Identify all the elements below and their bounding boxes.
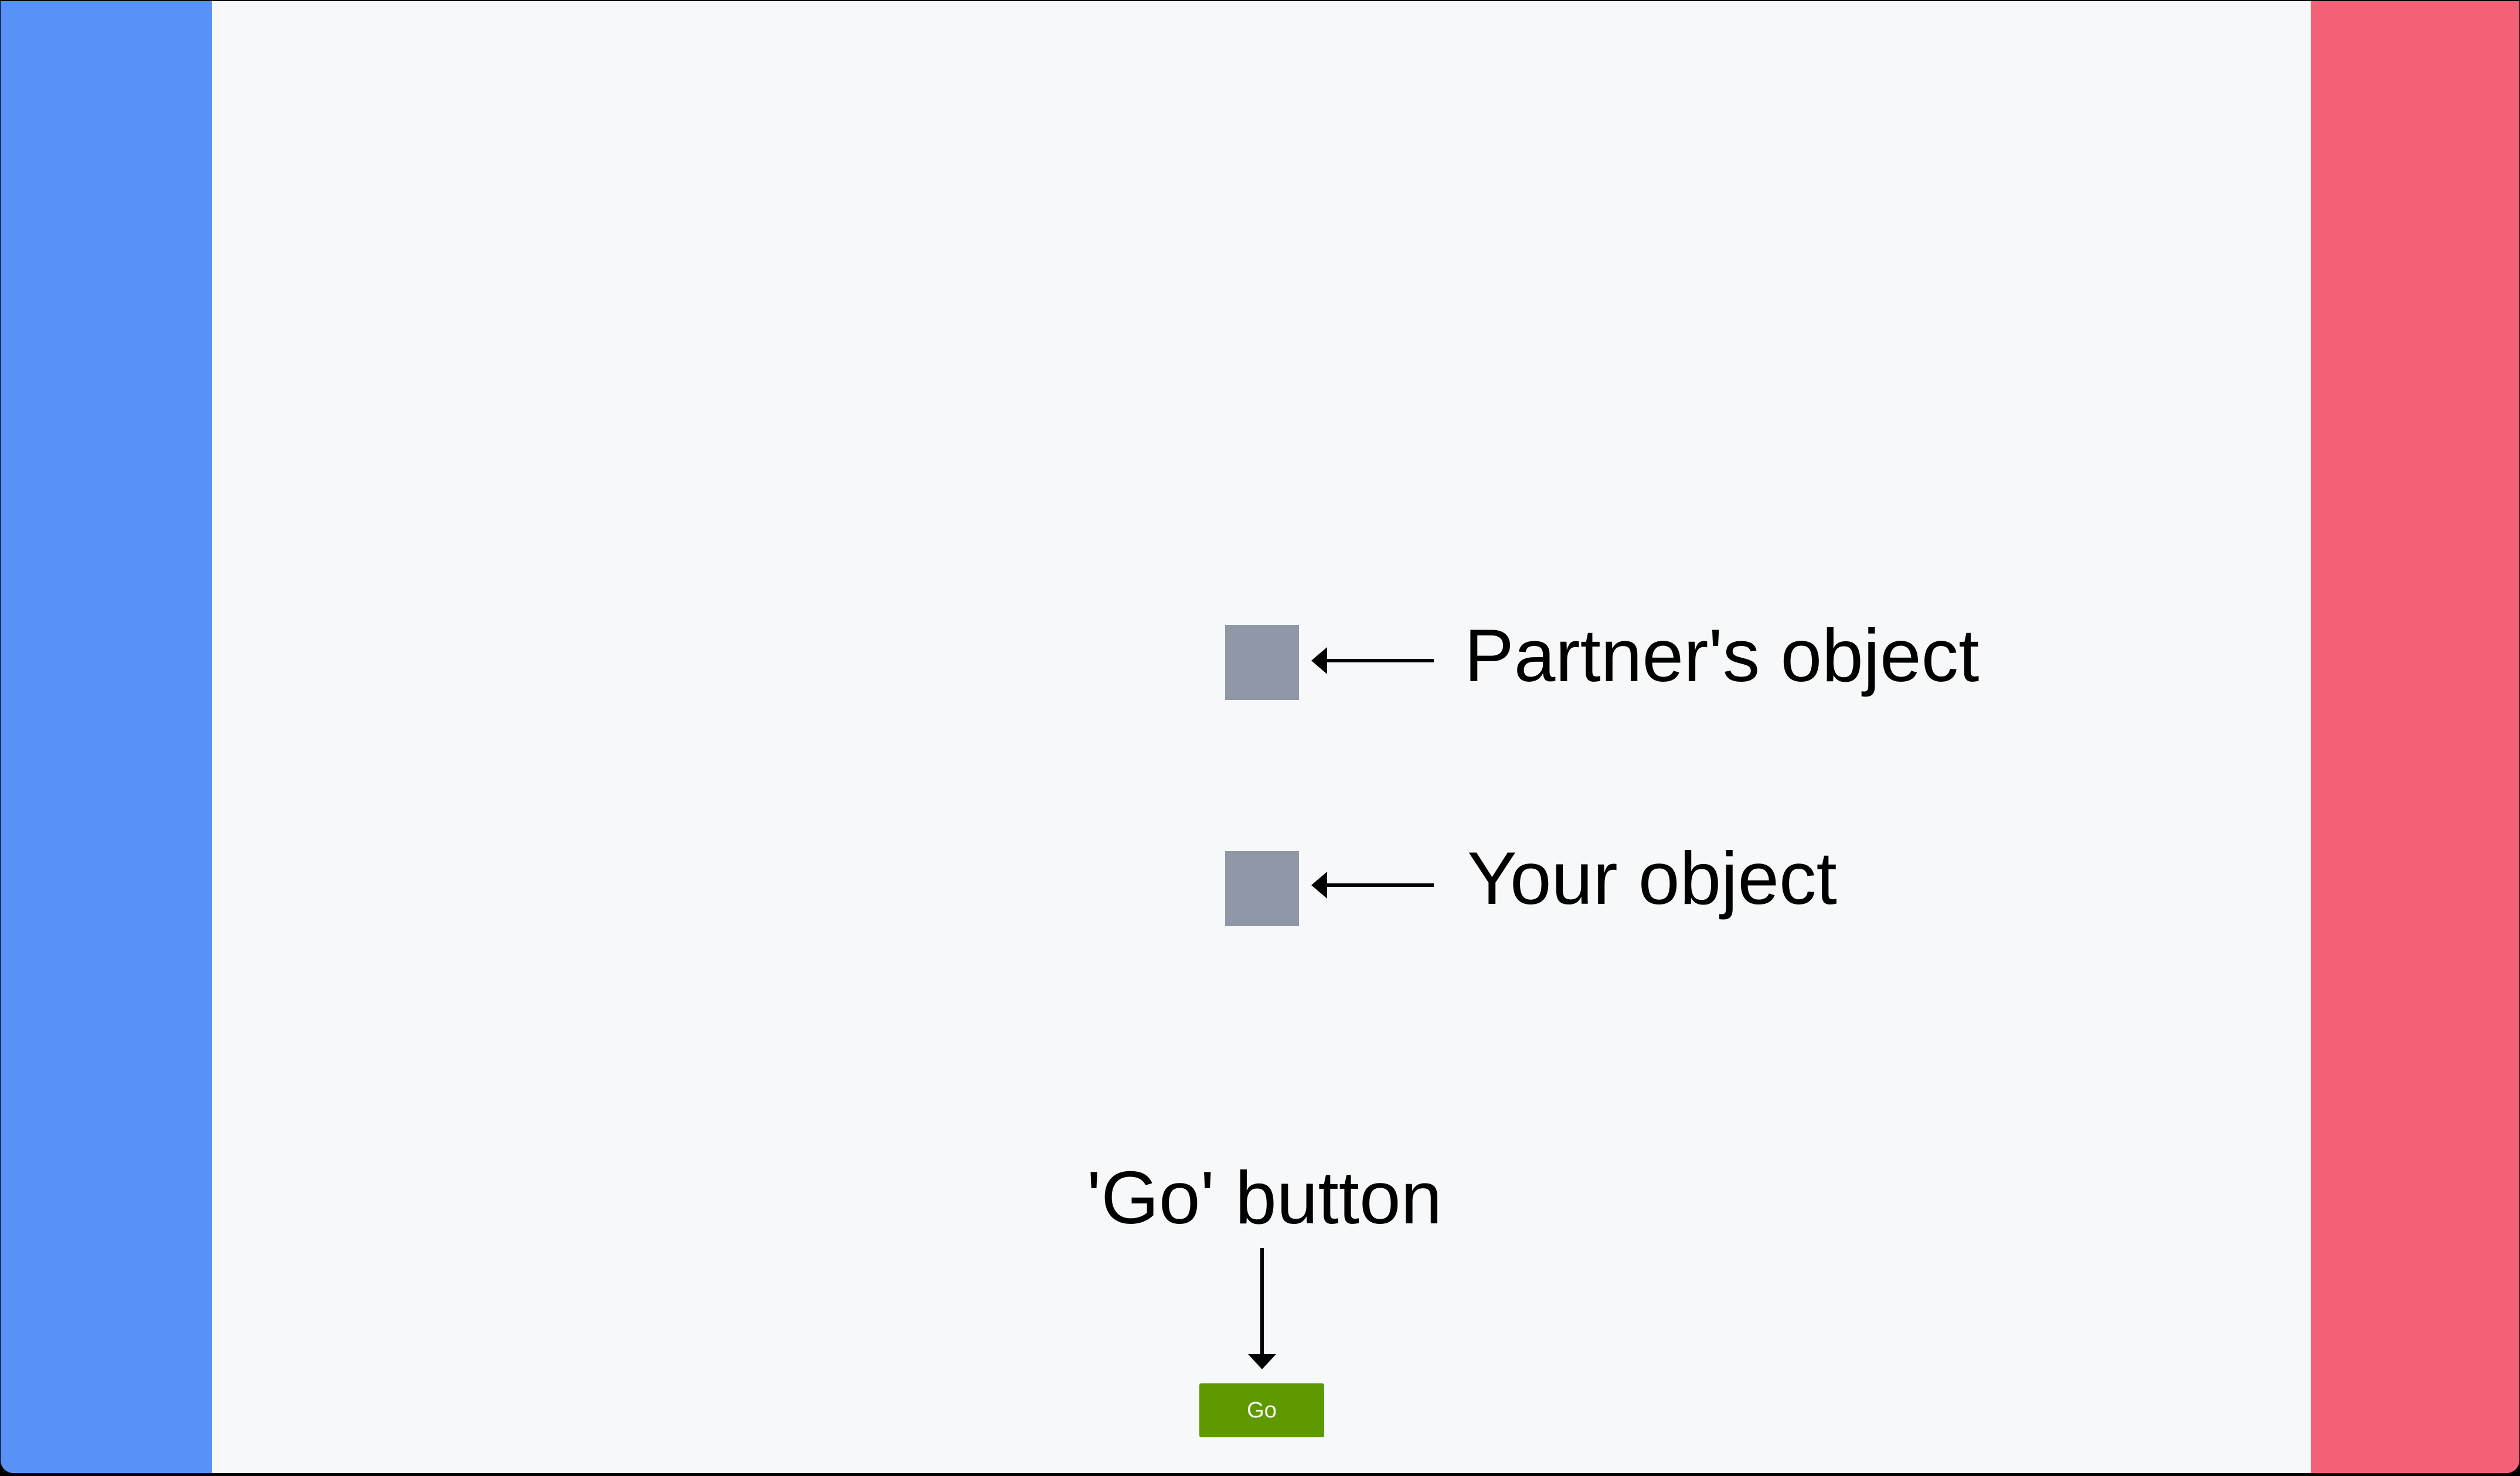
down-arrow-head [1248,1354,1276,1369]
left-arrow-icon [1311,872,1434,899]
left-arrow-head [1311,872,1327,899]
go-button[interactable]: Go [1199,1383,1324,1437]
right-red-zone [2311,1,2519,1473]
partner-object-square [1225,625,1299,700]
go-button-label: 'Go' button [1087,1156,1443,1239]
left-arrow-icon [1311,647,1434,674]
down-arrow-icon [1248,1248,1276,1369]
your-object-square[interactable] [1225,851,1299,926]
left-arrow-head [1311,647,1327,674]
left-blue-zone [1,1,212,1473]
partner-object-label: Partner's object [1464,614,1980,697]
your-object-label: Your object [1467,836,1837,920]
